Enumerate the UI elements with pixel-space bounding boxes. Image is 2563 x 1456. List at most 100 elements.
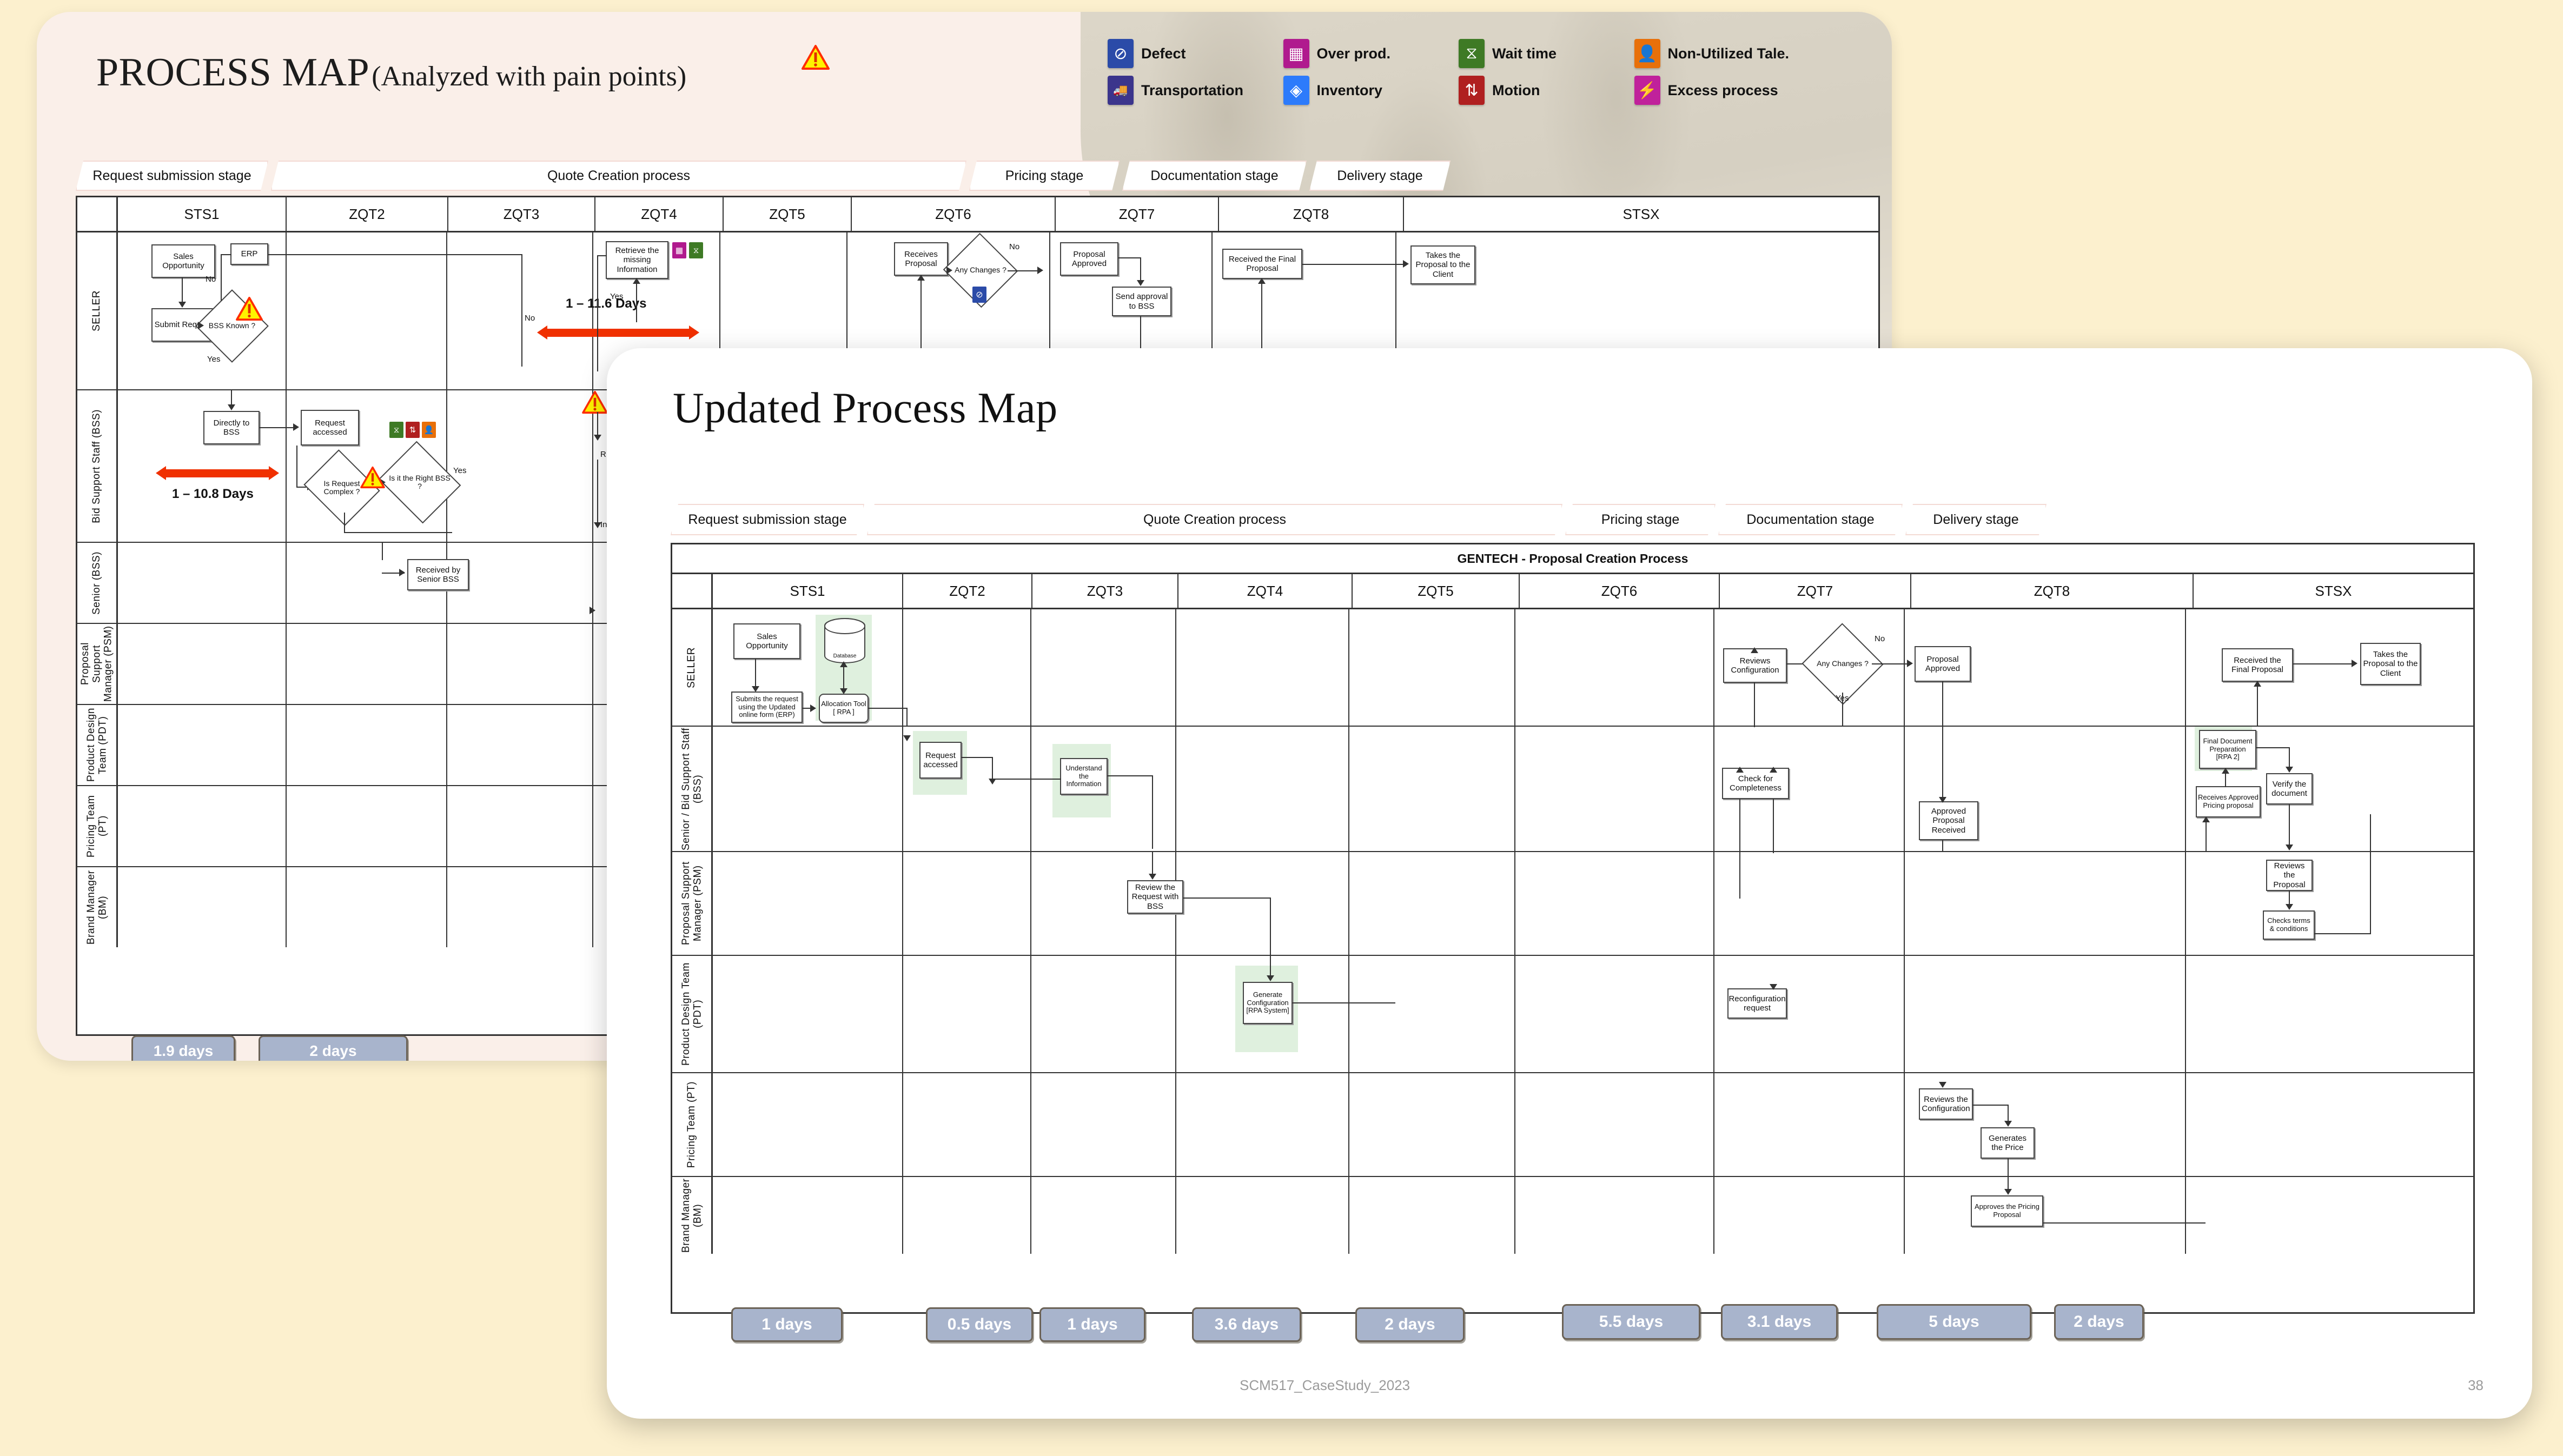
edge-label-no: No: [1875, 634, 1885, 643]
node-database: Database: [824, 618, 865, 663]
swimlane-label: SELLER: [77, 232, 118, 389]
node-reviews-the-configuration: Reviews the Configuration: [1919, 1088, 1973, 1120]
column-header-zqt8: ZQT8: [1219, 197, 1404, 231]
swimlane-seller: SELLER Sales Opportunity Submits the req…: [672, 609, 2473, 727]
node-send-approval-to-bss: Send approval to BSS: [1112, 287, 1171, 316]
node-reconfiguration-request: Reconfiguration request: [1727, 988, 1787, 1019]
swimlane-label: Product Design Team (PDT): [77, 705, 118, 785]
node-request-accessed: Request accessed: [919, 742, 962, 779]
column-header-zqt2: ZQT2: [287, 197, 448, 231]
time-callout: 1 – 10.8 Days: [172, 487, 254, 501]
legend-item: ▦Over prod.: [1283, 39, 1439, 68]
node-retrieve-missing-information: Retrieve the missing Information: [606, 241, 668, 279]
day-badge: 0.5 days: [926, 1307, 1033, 1342]
swimlane-label: Bid Support Staff (BSS): [77, 390, 118, 542]
node-reviews-configuration: Reviews Configuration: [1723, 648, 1787, 683]
swimlane-cells: Sales Opportunity Submit Request ERP BSS…: [118, 232, 1878, 389]
transportation-icon: 🚚: [1108, 76, 1134, 105]
swimlane-label: Product Design Team (PDT): [672, 956, 713, 1072]
column-header-zqt2: ZQT2: [903, 574, 1032, 608]
node-generates-the-price: Generates the Price: [1981, 1127, 2035, 1159]
swimlane-cells: Review the Request with BSS Reviews the …: [713, 814, 2473, 968]
swimlane-cells: Reviews the Configuration Generates the …: [713, 1073, 2473, 1189]
header-corner: [77, 197, 118, 231]
legend-item: ⊘Defect: [1108, 39, 1263, 68]
tab-quote-creation-process[interactable]: Quote Creation process: [271, 161, 966, 191]
tab-quote-creation-process[interactable]: Quote Creation process: [867, 504, 1562, 535]
swimlane-label-text: Pricing Team (PT): [686, 1081, 698, 1168]
tab-pricing-stage[interactable]: Pricing stage: [1565, 504, 1716, 535]
front-slide-stage-tabs: Request submission stage Quote Creation …: [671, 504, 2047, 535]
node-verify-the-document: Verify the document: [2266, 773, 2313, 805]
warning-triangle-icon: [582, 390, 608, 414]
column-header-zqt7: ZQT7: [1720, 574, 1911, 608]
swimlane-label-text: Senior (BSS): [91, 551, 103, 615]
swimlane-pdt: Product Design Team (PDT) Generate Confi…: [672, 956, 2473, 1073]
legend-label: Motion: [1492, 82, 1540, 98]
swimlane-cells: Generate Configuration [RPA System] Reco…: [713, 956, 2473, 1072]
swimlane-cells: Request accessed Understand the Informat…: [713, 727, 2473, 899]
swimlane-label: Pricing Team (PT): [77, 786, 118, 866]
column-header-zqt4: ZQT4: [595, 197, 724, 231]
swimlane-label-text: Proposal Support Manager (PSM): [80, 626, 114, 702]
node-receives-approved-pricing-proposal: Receives Approved Pricing proposal: [2196, 786, 2261, 817]
day-badge: 2 days: [2054, 1304, 2144, 1340]
swimlane-label: Senior / Bid Support Staff (BSS): [672, 727, 713, 851]
column-header-zqt6: ZQT6: [852, 197, 1056, 231]
decision-is-request-complex: Is Request Complex ?: [303, 449, 380, 526]
edge-label-yes: Yes: [453, 466, 467, 475]
back-slide-title: PROCESS MAP (Analyzed with pain points): [96, 50, 686, 96]
node-received-by-senior-bss: Received by Senior BSS: [407, 559, 469, 590]
inventory-icon: ◈: [1283, 76, 1309, 105]
motion-icon: ⇅: [1459, 76, 1485, 105]
node-check-for-completeness: Check for Completeness: [1722, 768, 1789, 799]
decision-any-changes: Any Changes ?: [943, 232, 1018, 308]
swimlane-label-text: SELLER: [91, 290, 103, 331]
over-production-icon: ▦: [672, 242, 686, 258]
day-badge: 1 days: [731, 1307, 843, 1342]
tab-delivery-stage[interactable]: Delivery stage: [1309, 161, 1451, 191]
tab-request-submission-stage[interactable]: Request submission stage: [671, 504, 864, 535]
edge-label-yes: Yes: [610, 292, 624, 301]
swimlane-seller: SELLER Sales Opportunity Submit Request …: [77, 232, 1878, 390]
swimlane-label: SELLER: [672, 609, 713, 726]
node-directly-to-bss: Directly to BSS: [203, 411, 260, 444]
tab-documentation-stage[interactable]: Documentation stage: [1122, 161, 1307, 191]
column-header-stsx: STSX: [2315, 582, 2352, 599]
legend-label: Defect: [1141, 45, 1186, 62]
edge-label-yes: Yes: [207, 355, 221, 364]
node-received-final-proposal: Received the Final Proposal: [1222, 249, 1302, 279]
tab-pricing-stage[interactable]: Pricing stage: [969, 161, 1120, 191]
over-production-icon: ▦: [1283, 39, 1309, 68]
wait-time-icon: ⧖: [689, 242, 703, 258]
red-duration-arrow: [156, 466, 279, 480]
wait-time-icon: ⧖: [1459, 39, 1485, 68]
swimlane-brand-manager: Brand Manager (BM) Approves the Pricing …: [672, 1177, 2473, 1254]
front-slide-updated-process-map: Updated Process Map Request submission s…: [607, 348, 2532, 1419]
node-proposal-approved: Proposal Approved: [1915, 646, 1971, 682]
swimlane-label-text: Pricing Team (PT): [85, 795, 108, 857]
node-approved-proposal-received: Approved Proposal Received: [1919, 801, 1978, 840]
swimlane-label-text: Product Design Team (PDT): [85, 708, 108, 782]
edge-label-no: No: [1009, 242, 1020, 251]
decision-any-changes: Any Changes ?: [1802, 623, 1884, 705]
back-slide-title-main: PROCESS MAP: [96, 50, 370, 95]
tab-delivery-stage[interactable]: Delivery stage: [1905, 504, 2047, 535]
node-generate-configuration: Generate Configuration [RPA System]: [1243, 982, 1293, 1024]
legend-item: ⚡Excess process: [1634, 76, 1790, 105]
tab-request-submission-stage[interactable]: Request submission stage: [76, 161, 268, 191]
non-utilized-talent-icon: 👤: [1634, 39, 1660, 68]
node-allocation-tool-rpa: Allocation Tool [ RPA ]: [819, 694, 869, 723]
swimlane-label: Senior (BSS): [77, 543, 118, 623]
decision-label: Any Changes ?: [1817, 659, 1869, 668]
column-header-zqt3: ZQT3: [1032, 574, 1178, 608]
column-header-zqt7: ZQT7: [1056, 197, 1219, 231]
node-sales-opportunity: Sales Opportunity: [733, 623, 800, 659]
footer-page-number: 38: [2468, 1377, 2483, 1393]
warning-triangle-icon: [360, 466, 385, 489]
tab-documentation-stage[interactable]: Documentation stage: [1718, 504, 1903, 535]
column-header-row: STS1 ZQT2 ZQT3 ZQT4 ZQT5 ZQT6 ZQT7 ZQT8 …: [77, 197, 1878, 232]
swimlane-label: Proposal Support Manager (PSM): [77, 624, 118, 704]
red-duration-arrow: [537, 325, 699, 340]
swimlane-label-text: Proposal Support Manager (PSM): [680, 861, 703, 946]
